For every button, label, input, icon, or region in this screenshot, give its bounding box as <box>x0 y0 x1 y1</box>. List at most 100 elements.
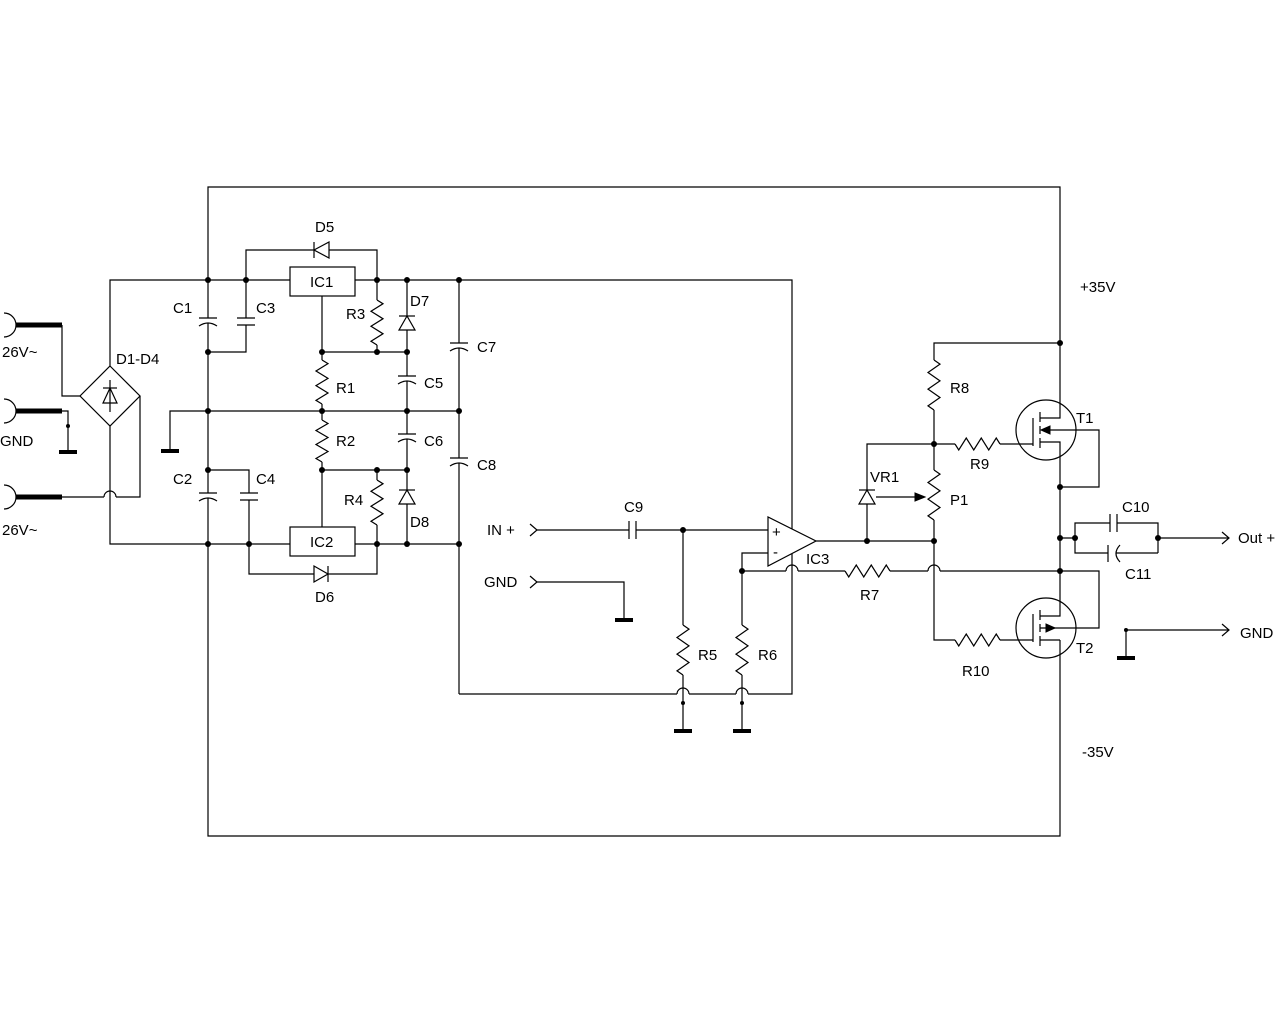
junction-dot <box>931 538 937 544</box>
label-bridge: D1-D4 <box>116 351 159 368</box>
output-connector <box>1158 531 1230 545</box>
capacitor-c7 <box>449 280 469 411</box>
resistor-zigzag <box>954 436 1001 452</box>
junction-dot <box>1057 340 1063 346</box>
resistor-zigzag <box>314 359 330 405</box>
signal-input-connector <box>529 523 768 537</box>
resistor-zigzag <box>844 563 891 579</box>
diode-d6 <box>248 544 378 584</box>
drain-wire <box>1040 343 1061 419</box>
junction-dot <box>66 424 70 428</box>
junction-dot <box>1155 535 1161 541</box>
capacitor-curved-plate <box>449 347 469 352</box>
resistor-zigzag <box>926 359 942 411</box>
capacitor-curved-plate <box>198 497 218 502</box>
junction-dot <box>205 277 211 283</box>
resistor-zigzag <box>734 624 750 676</box>
regulator-output-rail <box>355 279 793 529</box>
capacitor-curved-plate <box>397 438 417 443</box>
label-out-gnd: GND <box>1240 625 1274 642</box>
junction-dot <box>205 408 211 414</box>
output-gnd-connector <box>1117 623 1230 660</box>
capacitor-c3 <box>208 280 255 353</box>
capacitor-c9 <box>628 521 637 539</box>
ic-box <box>289 526 356 557</box>
diode-icon <box>312 241 330 259</box>
label-r2: R2 <box>336 433 355 450</box>
junction-dot <box>680 527 686 533</box>
diode-d5 <box>245 241 378 280</box>
gnd-wire <box>537 581 625 620</box>
chevron-icon <box>529 523 538 537</box>
junction-dot <box>456 541 462 547</box>
junction-dot <box>404 408 410 414</box>
label-r7: R7 <box>860 587 879 604</box>
outer-frame <box>207 186 1061 837</box>
label-positive-rail: +35V <box>1080 279 1115 296</box>
resistor-r2 <box>314 411 330 470</box>
resistor-r6 <box>733 571 751 733</box>
label-signal-in: IN + <box>487 522 515 539</box>
resistor-lead <box>933 541 1033 641</box>
opamp-plus-pin: + <box>772 524 781 541</box>
resistor-zigzag <box>954 632 1001 648</box>
junction-dot <box>739 568 745 574</box>
label-d8: D8 <box>410 514 429 531</box>
chevron-icon <box>1221 623 1230 637</box>
potentiometer-p1 <box>876 444 942 541</box>
connector-wire <box>62 410 69 452</box>
junction-dot <box>456 277 462 283</box>
label-r4: R4 <box>344 492 363 509</box>
diode-icon <box>102 386 118 404</box>
label-c7: C7 <box>477 339 496 356</box>
connector-wire <box>61 325 80 397</box>
chevron-icon <box>529 575 538 589</box>
label-r6: R6 <box>758 647 777 664</box>
opamp-minus-pin: - <box>773 544 778 561</box>
label-d6: D6 <box>315 589 334 606</box>
junction-dot <box>374 349 380 355</box>
junction-dot <box>374 467 380 473</box>
connector-wire <box>62 396 141 498</box>
resistor-r10 <box>933 541 1033 648</box>
junction-dot <box>205 467 211 473</box>
label-ac-gnd: GND <box>0 433 34 450</box>
diode-icon <box>857 488 877 505</box>
label-r3: R3 <box>346 306 365 323</box>
capacitor-plate <box>240 492 258 501</box>
junction-dot <box>374 277 380 283</box>
capacitor-curved-plate <box>449 462 469 467</box>
capacitor-plate <box>1109 514 1118 532</box>
label-c6: C6 <box>424 433 443 450</box>
positive-rail-frame <box>207 186 1061 343</box>
diode-icon <box>313 564 330 584</box>
label-t2: T2 <box>1076 640 1094 657</box>
junction-dot <box>404 277 410 283</box>
diode-lead <box>245 249 378 280</box>
diode-d8 <box>397 470 417 544</box>
gnd-wire <box>1125 629 1229 658</box>
junction-dot <box>404 541 410 547</box>
capacitor-curved-plate <box>397 380 417 385</box>
diode-lead <box>866 443 934 541</box>
label-signal-gnd: GND <box>484 574 518 591</box>
capacitor-lead <box>1060 522 1159 553</box>
junction-dot <box>864 538 870 544</box>
label-ic2: IC2 <box>310 534 333 551</box>
potentiometer-zigzag <box>926 469 942 521</box>
signal-gnd-connector <box>529 575 633 622</box>
label-c3: C3 <box>256 300 275 317</box>
arrow-icon <box>1039 425 1051 435</box>
junction-dot <box>374 541 380 547</box>
capacitor-c10 <box>1060 514 1159 553</box>
junction-dot <box>931 441 937 447</box>
capacitor-c1 <box>198 280 218 352</box>
junction-dot <box>205 349 211 355</box>
capacitor-c11 <box>1074 538 1158 563</box>
resistor-r5 <box>674 530 692 733</box>
label-negative-rail: -35V <box>1082 744 1114 761</box>
diode-icon <box>397 488 417 505</box>
label-c1: C1 <box>173 300 192 317</box>
negative-rail-frame <box>207 544 1061 837</box>
mosfet-t1 <box>1015 343 1100 571</box>
